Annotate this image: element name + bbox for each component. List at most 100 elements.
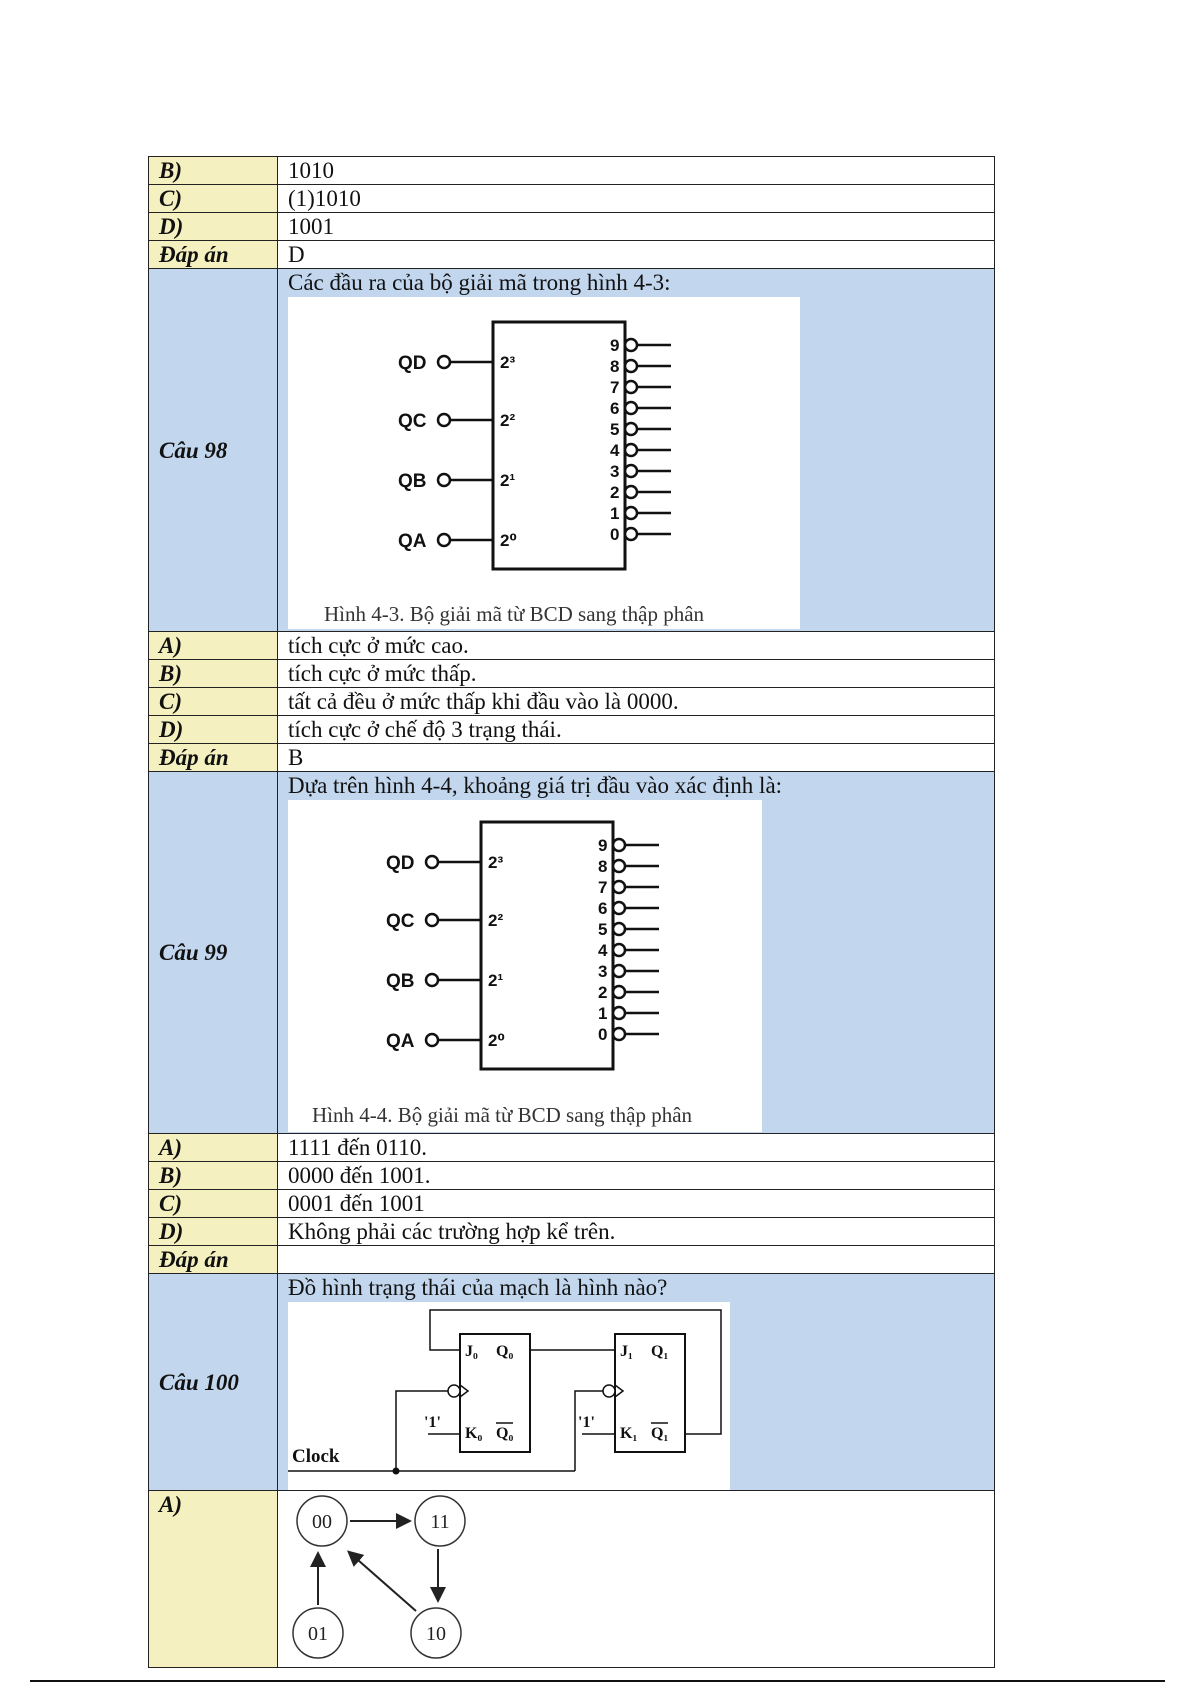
option-row-d: D) 1001 [148,212,995,241]
option-row-d: D) Không phải các trường hợp kể trên. [148,1217,995,1246]
weight-label: 2³ [500,353,515,372]
ff1-q: Q₁ [651,1343,668,1360]
option-label: A) [148,1133,278,1162]
question-98-row: Câu 98 Các đầu ra của bộ giải mã trong h… [148,268,995,632]
ff0-k: K₀ [465,1425,482,1442]
option-row-a: A) tích cực ở mức cao. [148,631,995,660]
option-row-d: D) tích cực ở chế độ 3 trạng thái. [148,715,995,744]
output-label: 8 [598,857,607,876]
transition-arrow [346,1550,417,1612]
question-99-row: Câu 99 Dựa trên hình 4-4, khoảng giá trị… [148,771,995,1134]
question-98-body: Các đầu ra của bộ giải mã trong hình 4-3… [277,268,995,632]
option-row-a: A) 00 11 01 10 [148,1490,995,1668]
input-label-qa: QA [398,531,427,552]
weight-label: 2¹ [488,971,503,990]
output-label: 3 [598,962,607,981]
answer-row: Đáp án [148,1245,995,1274]
input-label-qc: QC [386,911,415,932]
output-label: 1 [610,504,619,523]
page-bottom-rule [30,1680,1165,1682]
option-text: tích cực ở mức cao. [277,631,995,660]
option-label: C) [148,1189,278,1218]
answer-label: Đáp án [148,743,278,772]
option-text: 0000 đến 1001. [277,1161,995,1190]
svg-text:00: 00 [312,1511,332,1533]
option-row-c: C) 0001 đến 1001 [148,1189,995,1218]
option-row-a: A) 1111 đến 0110. [148,1133,995,1162]
input-bubble [436,354,452,370]
logic-one-label: '1' [424,1414,441,1431]
svg-text:11: 11 [430,1511,449,1533]
ff1-j: J₁ [620,1343,633,1360]
option-label: C) [148,184,278,213]
ff0-qn: Q₀ [496,1425,513,1442]
figure-caption: Hình 4-4. Bộ giải mã từ BCD sang thập ph… [312,1103,693,1127]
input-label-qa: QA [386,1031,415,1052]
output-label: 1 [598,1004,607,1023]
decoder-inputs: QD 2³ QC 2² QB 2¹ QA [398,353,517,552]
decoder-diagram: QD 2³ QC 2² QB 2¹ QA [312,820,693,1127]
circuit-diagram: J₀ Q₀ K₀ Q₀ J₁ Q₁ K₁ Q₁ [288,1309,722,1475]
weight-label: 2¹ [500,471,515,490]
decoder-box [479,820,615,1071]
option-label: B) [148,659,278,688]
answer-label: Đáp án [148,240,278,269]
output-label: 6 [610,399,619,418]
output-label: 4 [598,941,608,960]
question-text: Các đầu ra của bộ giải mã trong hình 4-3… [288,270,671,295]
question-99-body: Dựa trên hình 4-4, khoảng giá trị đầu và… [277,771,995,1134]
state-11 [414,1495,466,1547]
ff1-k: K₁ [620,1425,637,1442]
option-label: B) [148,156,278,185]
question-100-body: Đồ hình trạng thái của mạch là hình nào?… [277,1273,995,1491]
option-text: 1111 đến 0110. [277,1133,995,1162]
input-label-qb: QB [398,471,427,492]
output-label: 9 [610,336,619,355]
option-a-diagram-cell: 00 11 01 10 [277,1490,995,1668]
input-label-qc: QC [398,411,427,432]
state-diagram: 00 11 01 10 [292,1495,466,1659]
input-label-qd: QD [386,853,415,874]
option-text: (1)1010 [277,184,995,213]
decoder-diagram: QD 2³ QC 2² QB 2¹ QA [324,320,705,626]
weight-label: 2² [488,911,503,930]
input-label-qb: QB [386,971,415,992]
option-label: D) [148,1217,278,1246]
output-label: 0 [610,525,619,544]
option-row-c: C) (1)1010 [148,184,995,213]
output-label: 5 [610,420,619,439]
input-bubble [436,412,452,428]
option-label: B) [148,1161,278,1190]
answer-label: Đáp án [148,1245,278,1274]
weight-label: 2⁰ [500,531,517,550]
ff1-qn: Q₁ [651,1425,668,1442]
answer-value: B [277,743,995,772]
ff0-j: J₀ [465,1343,478,1360]
output-label: 0 [598,1025,607,1044]
question-table: B) 1010 C) (1)1010 D) 1001 Đáp án D Câu … [148,156,995,1668]
output-label: 8 [610,357,619,376]
output-label: 6 [598,899,607,918]
figure-4-3: QD 2³ QC 2² QB 2¹ QA [288,297,800,629]
answer-value: D [277,240,995,269]
output-label: 2 [610,483,619,502]
output-label: 3 [610,462,619,481]
option-text: tích cực ở mức thấp. [277,659,995,688]
input-label-qd: QD [398,353,427,374]
decoder-inputs: QD 2³ QC 2² QB 2¹ QA [386,853,505,1052]
output-label: 4 [610,441,620,460]
figure-caption: Hình 4-3. Bộ giải mã từ BCD sang thập ph… [324,602,705,626]
input-bubble [436,472,452,488]
weight-label: 2⁰ [488,1031,505,1050]
option-text: tất cả đều ở mức thấp khi đầu vào là 000… [277,687,995,716]
output-label: 7 [598,878,607,897]
option-text: tích cực ở chế độ 3 trạng thái. [277,715,995,744]
option-label: C) [148,687,278,716]
svg-text:01: 01 [308,1623,328,1645]
option-text: Không phải các trường hợp kể trên. [277,1217,995,1246]
question-number: Câu 98 [148,268,278,632]
decoder-outputs: 9 8 7 6 5 4 3 2 [610,336,671,544]
decoder-box [491,320,627,571]
output-label: 7 [610,378,619,397]
clock-label: Clock [292,1446,340,1467]
